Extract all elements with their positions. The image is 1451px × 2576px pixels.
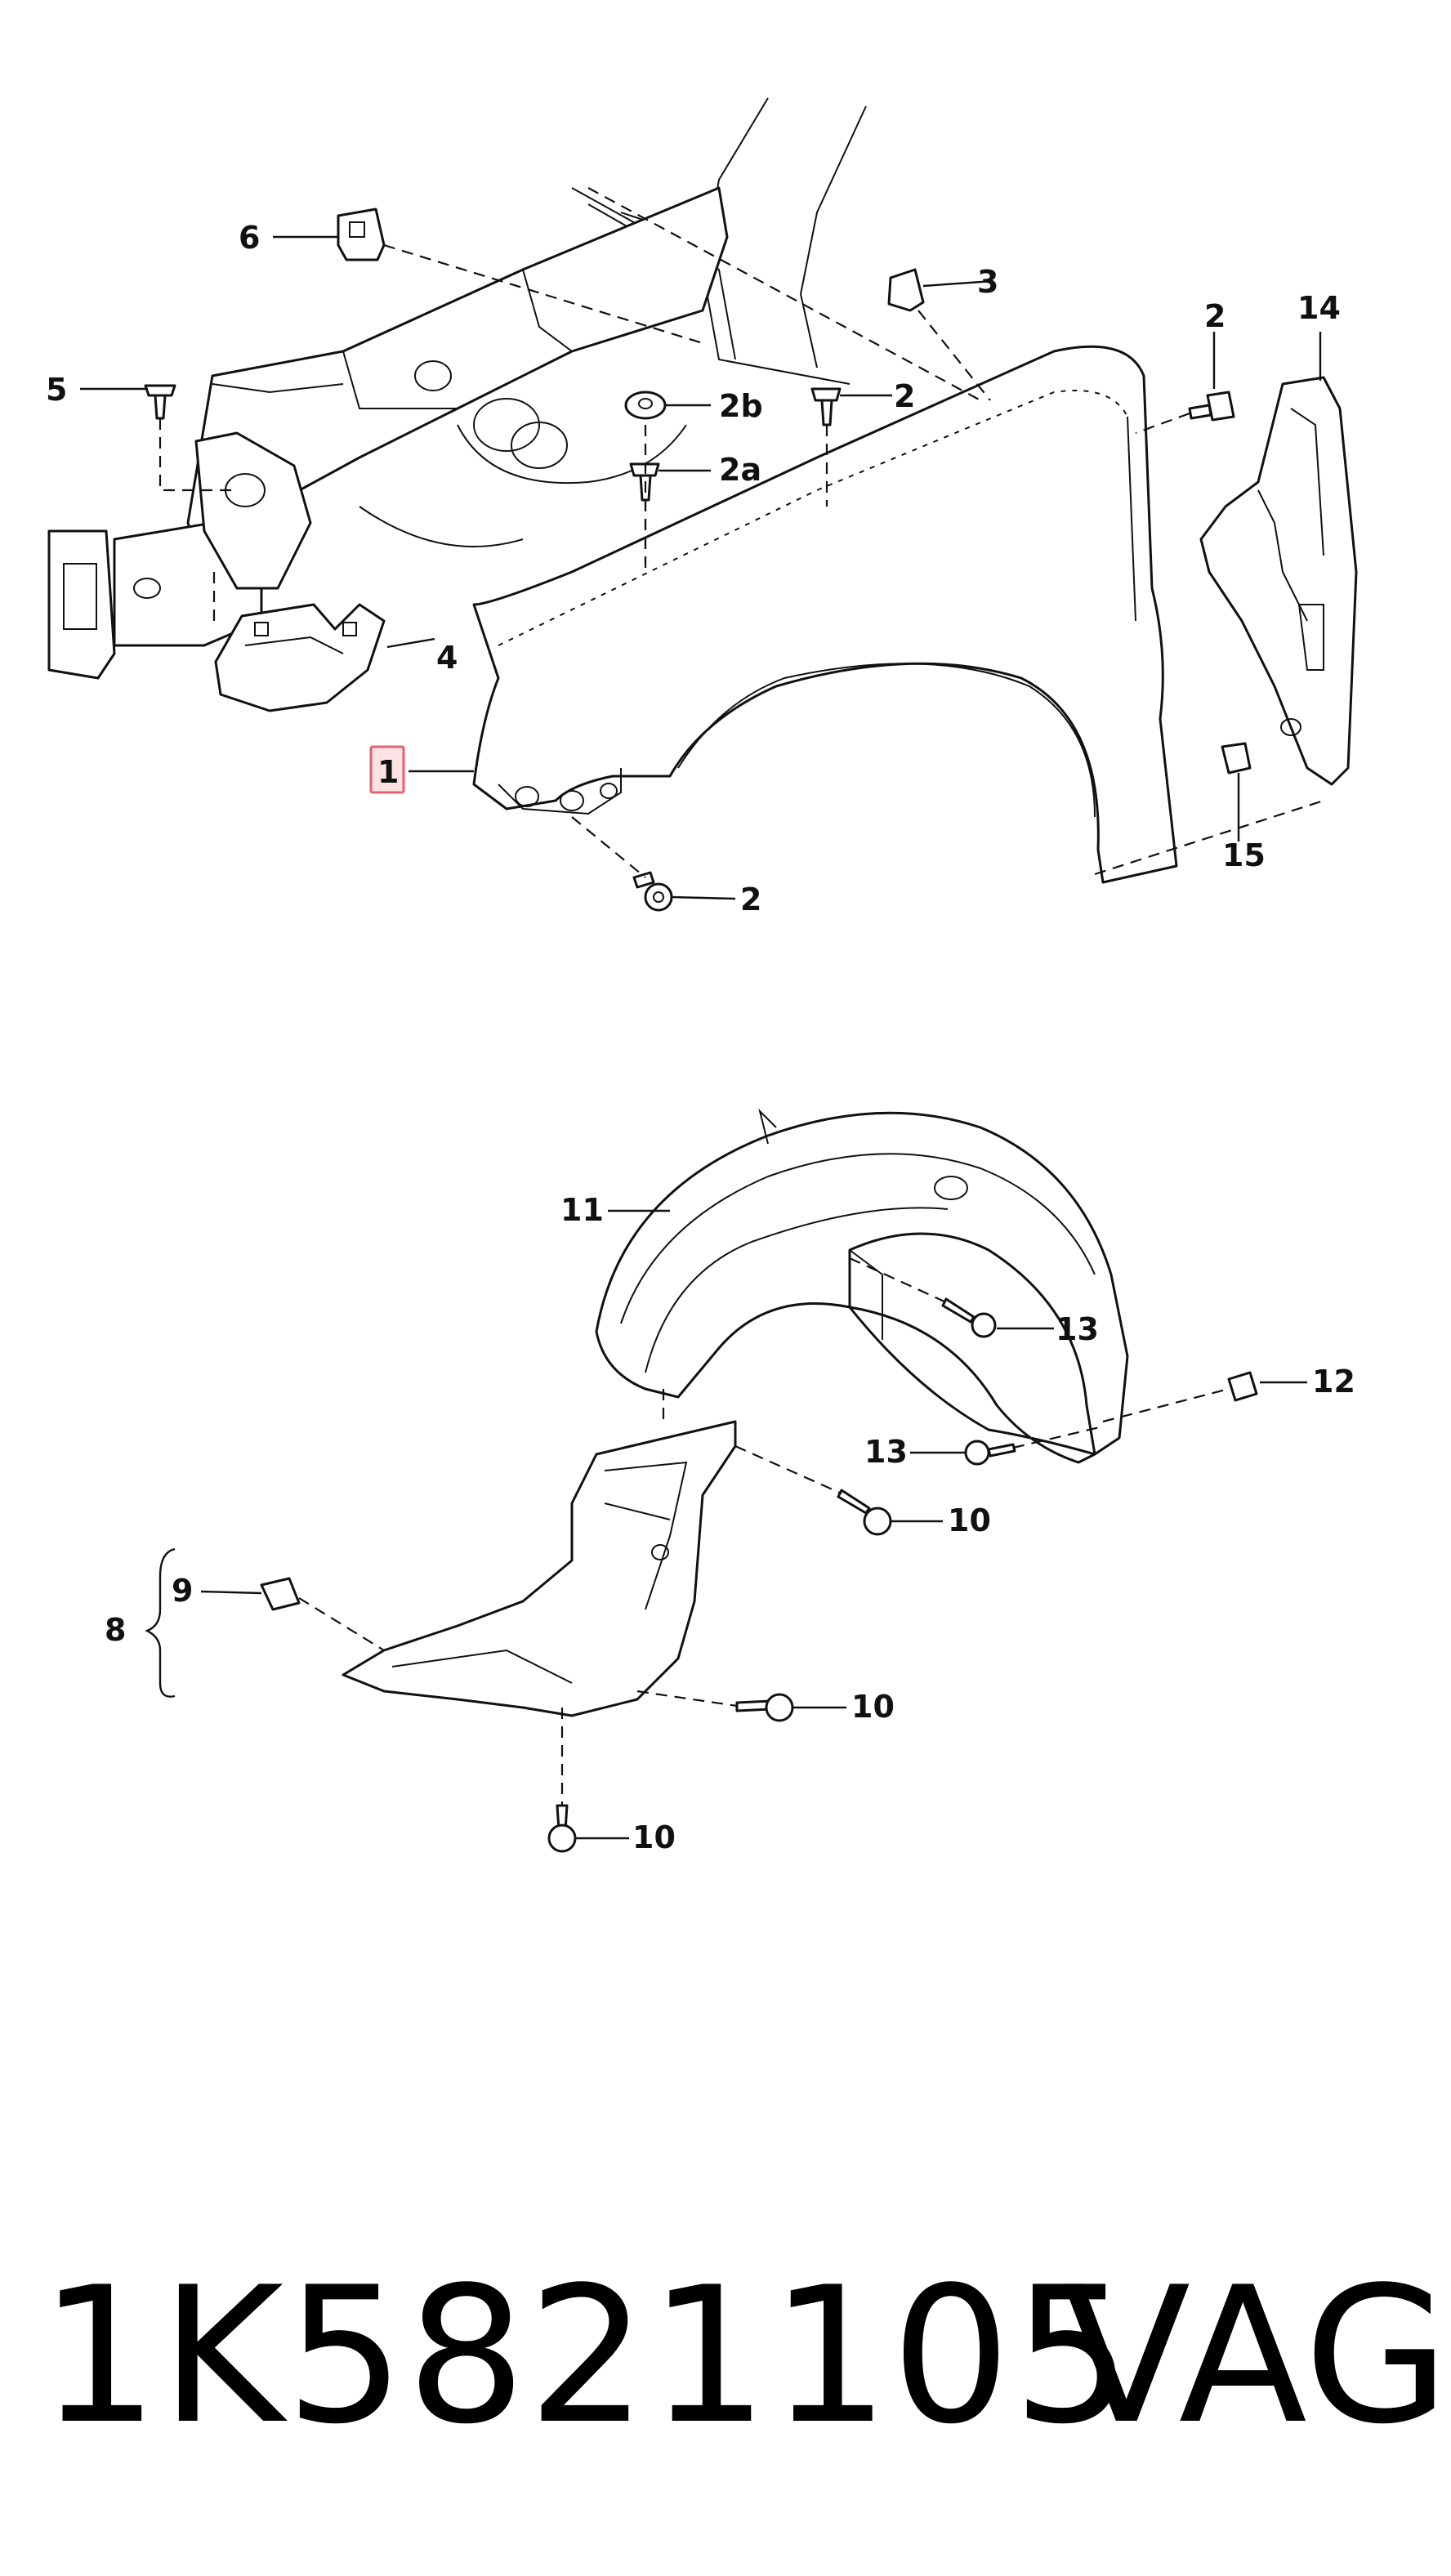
callout-5[interactable]: 5	[46, 372, 67, 408]
callout-1[interactable]: 1	[377, 754, 399, 790]
part-2-bolt-mid	[810, 387, 842, 426]
callout-4[interactable]: 4	[436, 640, 458, 676]
brand-name: VAG	[1062, 2248, 1450, 2466]
callout-2-bottom[interactable]: 2	[740, 882, 761, 917]
callout-2a[interactable]: 2a	[719, 452, 761, 488]
part-5-screw	[144, 384, 176, 420]
part-1-highlight-box	[369, 745, 405, 794]
callout-3[interactable]: 3	[977, 264, 998, 300]
part-15-clip	[1221, 742, 1252, 775]
callout-13-b[interactable]: 13	[864, 1434, 908, 1470]
part-10-screw-b	[735, 1693, 794, 1722]
part-13-screw-b	[964, 1440, 1016, 1466]
part-11-wheel-housing-liner	[595, 1108, 1129, 1464]
callout-9[interactable]: 9	[172, 1573, 193, 1609]
part-4-support-bracket	[214, 603, 386, 712]
part-10-screw-a	[837, 1489, 892, 1536]
part-13-screw-a	[941, 1297, 997, 1338]
front-longitudinal-member	[186, 186, 729, 574]
callout-10-c[interactable]: 10	[632, 1819, 676, 1855]
part-10-screw-c	[547, 1804, 577, 1853]
part-6-bracket	[337, 208, 386, 261]
part-9-clip	[260, 1577, 301, 1611]
part-2-bolt-right	[1188, 391, 1235, 422]
callout-10-a[interactable]: 10	[948, 1502, 991, 1538]
lower-leader-lines	[145, 1209, 1307, 1840]
callout-6[interactable]: 6	[239, 220, 260, 256]
callout-11[interactable]: 11	[560, 1192, 604, 1228]
front-mounting-bracket	[47, 431, 312, 680]
part-2-bolt-bottom	[632, 871, 673, 912]
part-1-front-fender	[472, 345, 1178, 884]
upper-leader-lines	[80, 235, 1322, 900]
upper-assembly-lines	[158, 187, 1324, 878]
callout-15[interactable]: 15	[1222, 837, 1266, 873]
callout-14[interactable]: 14	[1297, 290, 1341, 326]
part-2b-nut	[624, 391, 667, 420]
callout-2b[interactable]: 2b	[719, 388, 763, 424]
part-3-clip	[887, 268, 925, 312]
part-12-clip	[1227, 1371, 1258, 1402]
lower-assembly-lines	[298, 1257, 1230, 1806]
callout-13-a[interactable]: 13	[1056, 1311, 1099, 1347]
part-14-fender-bracket	[1199, 376, 1358, 786]
part-8-liner-lower-section	[342, 1420, 737, 1717]
callout-10-b[interactable]: 10	[851, 1689, 895, 1725]
part-number: 1K5821105	[39, 2248, 1134, 2466]
callout-2-top-right[interactable]: 2	[1204, 298, 1226, 334]
callout-2-mid[interactable]: 2	[894, 378, 915, 414]
callout-8[interactable]: 8	[105, 1612, 126, 1648]
callout-12[interactable]: 12	[1312, 1364, 1355, 1400]
